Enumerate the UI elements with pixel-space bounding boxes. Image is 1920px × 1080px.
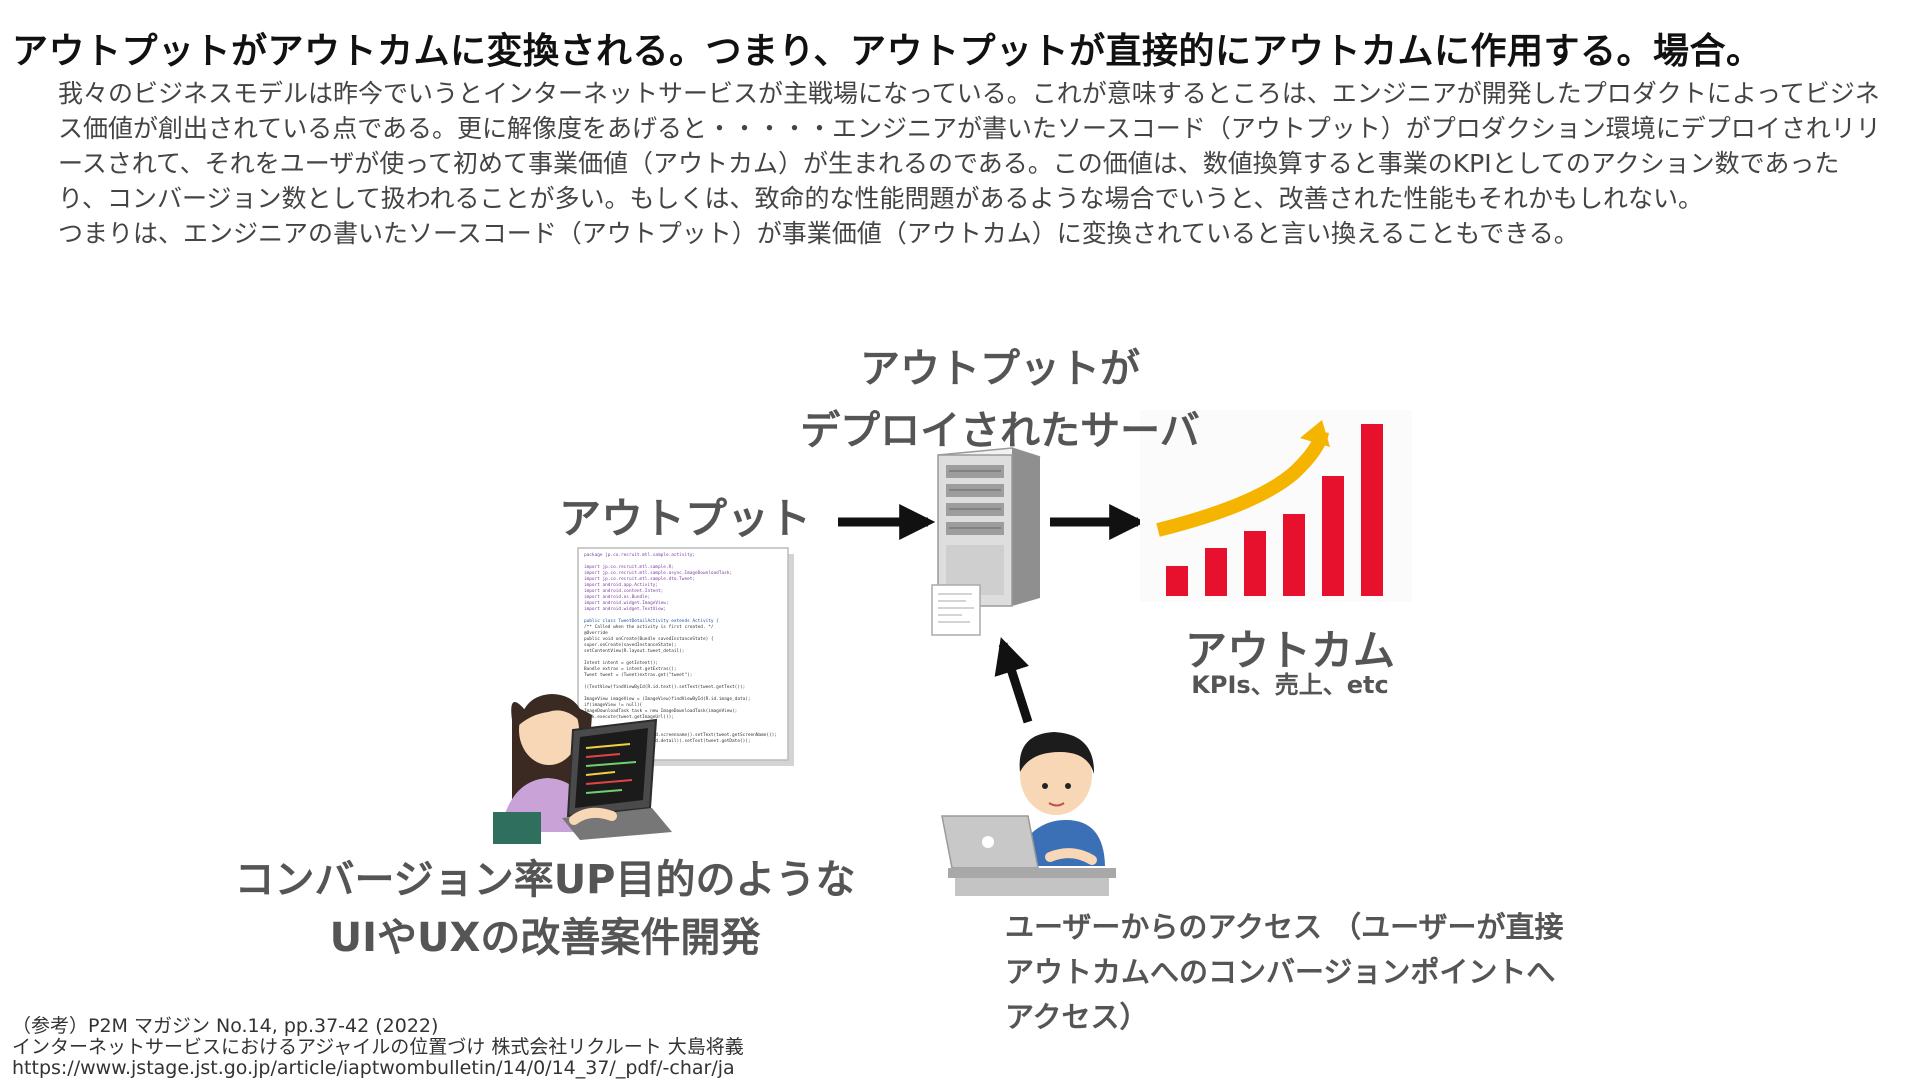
server-label-line-2: デプロイされたサーバ [800, 408, 1200, 454]
server-label-line-1: アウトプットが [860, 346, 1140, 392]
growth-chart-icon [1140, 410, 1412, 602]
slide-title: アウトプットがアウトカムに変換される。つまり、アウトプットが直接的にアウトカムに… [12, 31, 1763, 72]
references: （参考）P2M マガジン No.14, pp.37-42 (2022) インター… [12, 1016, 912, 1079]
reference-line-1: （参考）P2M マガジン No.14, pp.37-42 (2022) [12, 1015, 439, 1037]
development-label-line-1: コンバージョン率UP目的のような [234, 857, 856, 903]
body-paragraph-2: つまりは、エンジニアの書いたソースコード（アウトプット）が事業価値（アウトカム）… [58, 219, 1579, 248]
outcome-label: アウトカム [1184, 626, 1395, 675]
output-label: アウトプット [558, 494, 811, 543]
code-line: import android.content.Intent; [584, 588, 663, 594]
development-label-line-2: UIやUXの改善案件開発 [329, 915, 761, 961]
arrow-user-to-server [994, 637, 1033, 724]
code-line: public void onCreate(Bundle savedInstanc… [584, 636, 714, 642]
code-line: /** Called when the activity is first cr… [584, 624, 714, 630]
code-line: Intent intent = getIntent(); [584, 660, 658, 666]
chart-bar [1361, 424, 1383, 596]
reference-line-2: インターネットサービスにおけるアジャイルの位置づけ 株式会社リクルート 大島将義 [12, 1036, 744, 1058]
chart-bar [1205, 548, 1227, 596]
code-line: task.execute(tweet.getImageUrl()); [584, 714, 674, 720]
code-line: import android.widget.TextView; [584, 606, 666, 612]
code-line: Tweet tweet = (Tweet)extras.get("tweet")… [584, 672, 692, 678]
code-line: import jp.co.recruit.mtl.sample.async.Im… [584, 570, 732, 576]
body-paragraph-1: 我々のビジネスモデルは昨今でいうとインターネットサービスが主戦場になっている。こ… [58, 79, 1881, 213]
server-icon [931, 447, 1041, 636]
user-man-icon [941, 732, 1116, 896]
code-line: public class TweetDetailActivity extends… [584, 618, 719, 624]
reference-url: https://www.jstage.jst.go.jp/article/iap… [12, 1057, 735, 1079]
chart-bar [1322, 476, 1344, 596]
chart-bar [1283, 514, 1305, 596]
chart-bar [1244, 531, 1266, 596]
code-line: ImageView imageView = (ImageView)findVie… [584, 696, 751, 702]
server-label: アウトプットが デプロイされたサーバ [760, 338, 1240, 462]
code-lines: package jp.co.recruit.mtl.sample.activit… [584, 552, 777, 756]
code-line: if(imageView != null){ [584, 702, 643, 708]
development-label: コンバージョン率UP目的のような UIやUXの改善案件開発 [215, 851, 875, 967]
code-line: package jp.co.recruit.mtl.sample.activit… [584, 552, 695, 558]
code-line: ((TextView)findViewById(R.id.text)).setT… [584, 684, 745, 690]
code-line: ((TextView)findViewById(R.id.detail)).se… [584, 738, 751, 744]
chart-bar [1166, 566, 1188, 596]
code-line: Bundle extras = intent.getExtras(); [584, 666, 677, 672]
code-line: import android.os.Bundle; [584, 594, 650, 600]
body-text: 我々のビジネスモデルは昨今でいうとインターネットサービスが主戦場になっている。こ… [58, 76, 1888, 251]
outcome-sublabel: KPIs、売上、etc [1191, 671, 1389, 699]
code-line: setContentView(R.layout.tweet_detail); [584, 648, 684, 654]
code-line: super.onCreate(savedInstanceState); [584, 642, 677, 648]
code-line: ImageDownloadTask task = new ImageDownlo… [584, 708, 737, 714]
code-line: import jp.co.recruit.mtl.sample.dto.Twee… [584, 576, 695, 582]
developer-woman-icon [493, 694, 672, 844]
code-line: import android.app.Activity; [584, 582, 658, 588]
deployed-document-icon [931, 584, 981, 636]
code-line: import jp.co.recruit.mtl.sample.R; [584, 564, 674, 570]
user-access-label: ユーザーからのアクセス （ユーザーが直接アウトカムへのコンバージョンポイントへア… [1005, 910, 1564, 1034]
code-line: ((TextView)findViewById(R.id.screenname)… [584, 732, 777, 738]
code-line: import android.widget.ImageView; [584, 600, 669, 606]
code-line: @Override [584, 630, 608, 636]
